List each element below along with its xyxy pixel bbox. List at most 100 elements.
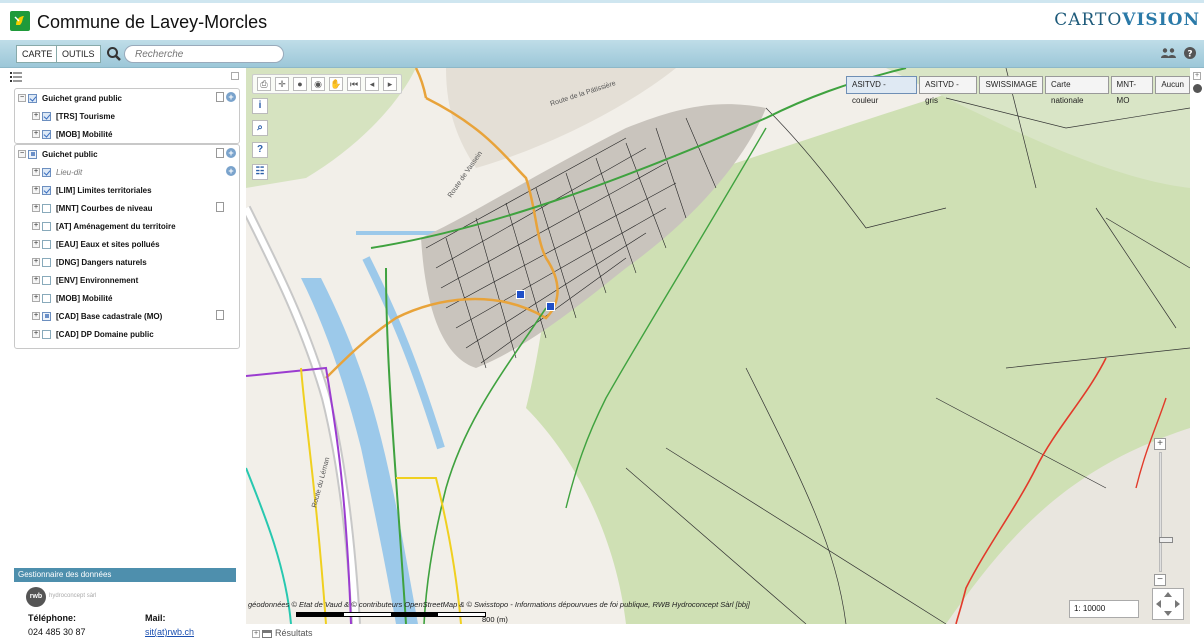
next-extent-icon[interactable]: ▸ bbox=[383, 77, 397, 91]
layer-row[interactable]: + [CAD] DP Domaine public bbox=[15, 325, 239, 343]
pan-hand-icon[interactable]: ✋ bbox=[329, 77, 343, 91]
map-viewport[interactable]: Route de la Pätissière Route de Vassein … bbox=[246, 68, 1190, 624]
scale-bar-label: 800 (m) bbox=[482, 615, 508, 624]
expand-toggle[interactable]: + bbox=[252, 629, 260, 638]
users-icon[interactable] bbox=[1160, 47, 1178, 59]
layer-checkbox[interactable] bbox=[42, 167, 51, 177]
basemap-asitvd-gris[interactable]: ASITVD - gris bbox=[919, 76, 978, 105]
layer-row[interactable]: + [ENV] Environnement bbox=[15, 271, 239, 289]
layer-row[interactable]: + [MNT] Courbes de niveau bbox=[15, 199, 239, 217]
globe-icon[interactable] bbox=[1193, 84, 1202, 93]
layer-label: [LIM] Limites territoriales bbox=[56, 185, 152, 195]
bus-stop-icon[interactable] bbox=[546, 302, 555, 311]
layer-row[interactable]: + [MOB] Mobilité bbox=[15, 289, 239, 307]
expand-toggle[interactable]: + bbox=[32, 240, 40, 248]
search-input[interactable] bbox=[124, 45, 284, 63]
zoom-out-button[interactable]: − bbox=[1154, 574, 1166, 586]
expand-toggle[interactable]: + bbox=[32, 222, 40, 230]
expand-toggle[interactable]: + bbox=[32, 258, 40, 266]
add-layer-icon[interactable]: + bbox=[226, 92, 236, 102]
expand-toggle[interactable]: + bbox=[32, 330, 40, 338]
layer-checkbox[interactable] bbox=[42, 185, 51, 195]
layer-checkbox[interactable] bbox=[42, 329, 51, 339]
basemap-swissimage[interactable]: SWISSIMAGE bbox=[979, 76, 1044, 94]
layer-checkbox[interactable] bbox=[42, 111, 51, 121]
expand-toggle[interactable]: + bbox=[32, 204, 40, 212]
layer-checkbox[interactable] bbox=[42, 239, 51, 249]
layer-row[interactable]: + Lieu-dit + bbox=[15, 163, 239, 181]
layer-checkbox[interactable] bbox=[42, 257, 51, 267]
layer-checkbox[interactable] bbox=[42, 129, 51, 139]
mail-link[interactable]: sit(at)rwb.ch bbox=[145, 627, 195, 637]
expand-toggle[interactable]: + bbox=[32, 312, 40, 320]
sidebar-collapse-icon[interactable] bbox=[231, 72, 239, 80]
print-icon[interactable]: ⎙ bbox=[257, 77, 271, 91]
info-icon[interactable]: i bbox=[252, 98, 268, 114]
marker-edit-icon[interactable]: ◉ bbox=[311, 77, 325, 91]
collapse-toggle[interactable]: − bbox=[18, 94, 26, 102]
bus-stop-icon[interactable] bbox=[516, 290, 525, 299]
layer-list-icon[interactable] bbox=[10, 72, 22, 82]
data-manager-header: Gestionnaire des données bbox=[14, 568, 236, 582]
document-icon[interactable] bbox=[216, 202, 224, 212]
add-layer-icon[interactable]: + bbox=[226, 148, 236, 158]
zoom-slider[interactable]: + − bbox=[1154, 438, 1173, 588]
basemap-mnt-mo[interactable]: MNT-MO bbox=[1110, 76, 1154, 105]
layer-row[interactable]: + [CAD] Base cadastrale (MO) bbox=[15, 307, 239, 325]
query-icon[interactable]: ? bbox=[252, 142, 268, 158]
expand-toggle[interactable]: + bbox=[32, 186, 40, 194]
search-icon[interactable] bbox=[105, 45, 123, 63]
pan-control[interactable] bbox=[1152, 588, 1184, 620]
zoom-track[interactable] bbox=[1159, 452, 1173, 572]
layer-row[interactable]: + [EAU] Eaux et sites pollués bbox=[15, 235, 239, 253]
brand-part-1: CARTO bbox=[1054, 10, 1123, 30]
layers-tool-icon[interactable]: ☷ bbox=[252, 164, 268, 180]
measure-icon[interactable]: ✛ bbox=[275, 77, 289, 91]
zoom-in-button[interactable]: + bbox=[1154, 438, 1166, 450]
map-side-tools: i ⌕ ? ☷ bbox=[252, 98, 268, 180]
expand-toggle[interactable]: + bbox=[32, 130, 40, 138]
help-icon[interactable]: ? bbox=[1184, 47, 1196, 59]
scale-selector[interactable]: 1: 10000 bbox=[1069, 600, 1139, 618]
results-panel[interactable]: +Résultats bbox=[246, 624, 1204, 642]
layer-row[interactable]: + [AT] Aménagement du territoire bbox=[15, 217, 239, 235]
expand-toggle[interactable]: + bbox=[32, 168, 40, 176]
basemap-asitvd-couleur[interactable]: ASITVD - couleur bbox=[846, 76, 918, 105]
add-layer-icon[interactable]: + bbox=[226, 166, 236, 176]
document-icon[interactable] bbox=[216, 92, 224, 102]
expand-panel-icon[interactable]: + bbox=[1193, 72, 1201, 80]
layer-row[interactable]: + [TRS] Tourisme bbox=[15, 107, 239, 125]
marker-icon[interactable]: ● bbox=[293, 77, 307, 91]
layer-checkbox[interactable] bbox=[28, 149, 37, 159]
expand-toggle[interactable]: + bbox=[32, 276, 40, 284]
layer-checkbox[interactable] bbox=[42, 311, 51, 321]
river bbox=[301, 278, 418, 624]
layer-row[interactable]: + [DNG] Dangers naturels bbox=[15, 253, 239, 271]
layer-label: [MNT] Courbes de niveau bbox=[56, 203, 153, 213]
previous-extent-icon[interactable]: ◂ bbox=[365, 77, 379, 91]
outils-button[interactable]: OUTILS bbox=[56, 45, 101, 63]
document-icon[interactable] bbox=[216, 148, 224, 158]
layer-checkbox[interactable] bbox=[42, 293, 51, 303]
layer-checkbox[interactable] bbox=[42, 221, 51, 231]
expand-toggle[interactable]: + bbox=[32, 112, 40, 120]
carte-button[interactable]: CARTE bbox=[16, 45, 59, 63]
layer-checkbox[interactable] bbox=[42, 275, 51, 285]
orange-road bbox=[325, 96, 559, 379]
layer-group-row[interactable]: − Guichet public + bbox=[15, 145, 239, 163]
document-icon[interactable] bbox=[216, 310, 224, 320]
zoom-box-icon[interactable]: ⌕ bbox=[252, 120, 268, 136]
zoom-knob[interactable] bbox=[1159, 537, 1173, 543]
layer-row[interactable]: + [LIM] Limites territoriales bbox=[15, 181, 239, 199]
collapse-toggle[interactable]: − bbox=[18, 150, 26, 158]
layer-checkbox[interactable] bbox=[42, 203, 51, 213]
layer-group-label: Guichet public bbox=[42, 149, 98, 159]
basemap-aucun[interactable]: Aucun bbox=[1155, 76, 1190, 94]
layer-group-row[interactable]: − Guichet grand public + bbox=[15, 89, 239, 107]
first-extent-icon[interactable]: ⏮ bbox=[347, 77, 361, 91]
rwb-logo-caption: hydroconcept sàrl bbox=[49, 593, 97, 599]
basemap-carte-nationale[interactable]: Carte nationale bbox=[1045, 76, 1109, 105]
layer-row[interactable]: + [MOB] Mobilité bbox=[15, 125, 239, 143]
expand-toggle[interactable]: + bbox=[32, 294, 40, 302]
layer-checkbox[interactable] bbox=[28, 93, 37, 103]
